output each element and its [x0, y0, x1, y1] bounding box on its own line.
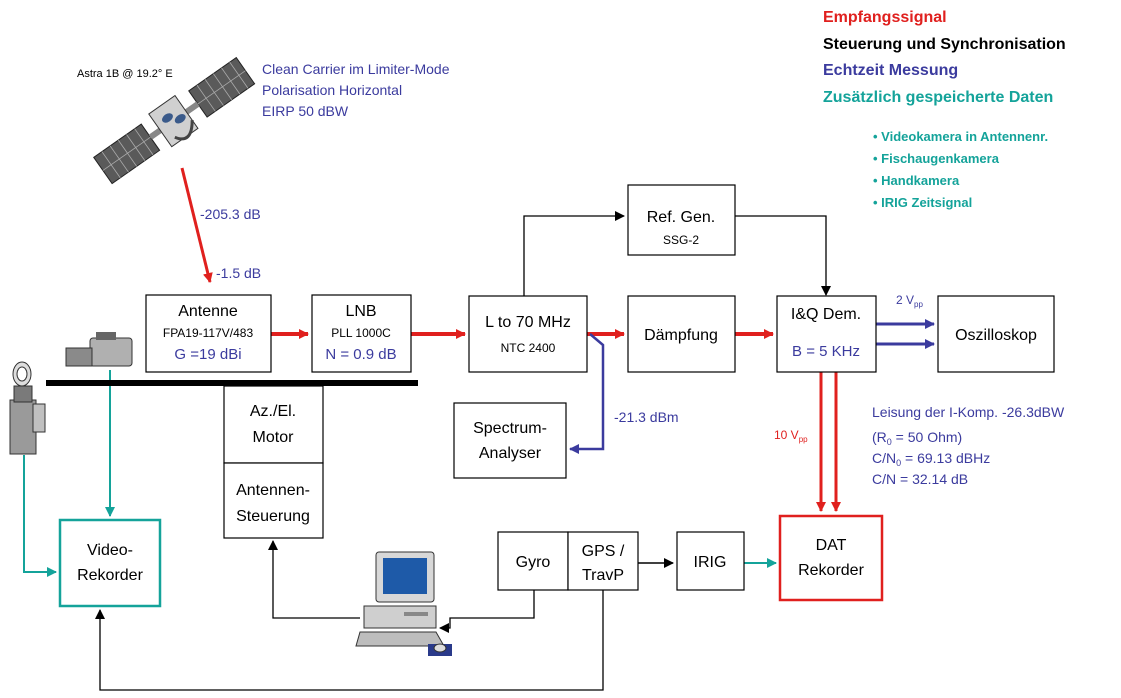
computer-icon — [355, 551, 452, 656]
carrier-line: EIRP 50 dBW — [262, 103, 349, 119]
downlink-arrow — [180, 167, 213, 283]
gyro-pc-arrow — [439, 590, 535, 633]
antenna-control-block[interactable]: Antennen- Steuerung — [223, 462, 324, 539]
pc-steuerung-arrow — [268, 540, 360, 619]
block-param: N = 0.9 dB — [325, 346, 396, 363]
block-model: NTC 2400 — [501, 341, 556, 355]
spectrum-analyzer-block[interactable]: Spectrum- Analyser — [453, 402, 567, 479]
block-title: GPS / — [582, 543, 625, 560]
block-title: I&Q Dem. — [791, 306, 861, 323]
irig-block[interactable]: IRIG — [676, 531, 745, 591]
block-title: L to 70 MHz — [485, 314, 571, 331]
carrier-line: Polarisation Horizontal — [262, 82, 402, 98]
handheld-camera-icon — [9, 361, 46, 455]
block-param: B = 5 KHz — [792, 343, 860, 360]
block-title: Rekorder — [798, 562, 864, 579]
path-loss-label: -205.3 dB — [200, 206, 261, 222]
ref-arrow — [523, 211, 625, 296]
refgen-block[interactable]: Ref. Gen. SSG-2 — [627, 184, 736, 256]
spectrum-arrow — [569, 333, 605, 454]
power-label: Leisung der I-Komp. -26.3dBW — [872, 404, 1065, 420]
block-title: IRIG — [694, 554, 727, 571]
block-title: Motor — [253, 429, 295, 446]
block-title: Ref. Gen. — [647, 209, 715, 226]
block-title: DAT — [816, 537, 847, 554]
legend-signal: Empfangssignal — [823, 9, 947, 26]
video-camera-icon — [65, 332, 133, 367]
block-title: Steuerung — [236, 508, 310, 525]
block-model: FPA19-117V/483 — [163, 326, 254, 340]
legend: Empfangssignal Steuerung und Synchronisa… — [823, 9, 1066, 210]
gyro-block[interactable]: Gyro — [497, 531, 569, 591]
time-video-arrow — [95, 609, 604, 691]
block-title: Video- — [87, 542, 133, 559]
legend-bullet: • IRIG Zeitsignal — [873, 195, 972, 210]
dat-recorder-block[interactable]: DAT Rekorder — [778, 514, 884, 602]
dat-level-label: 10 Vpp — [774, 428, 808, 444]
legend-realtime: Echtzeit Messung — [823, 62, 958, 79]
satellite-icon: Astra 1B @ 19.2° E — [77, 56, 256, 185]
block-title: Analyser — [479, 445, 542, 462]
spectrum-level-label: -21.3 dBm — [614, 409, 679, 425]
cn0-label: C/N0 = 69.13 dBHz — [872, 450, 990, 468]
block-title: Gyro — [516, 554, 551, 571]
impedance-label: (R0 = 50 Ohm) — [872, 429, 962, 447]
block-title: Spectrum- — [473, 420, 547, 437]
block-title: LNB — [345, 303, 376, 320]
block-title: Antennen- — [236, 482, 310, 499]
osc-level-label: 2 Vpp — [896, 293, 923, 309]
block-title: Dämpfung — [644, 327, 718, 344]
legend-stored: Zusätzlich gespeicherte Daten — [823, 89, 1053, 106]
attenuator-block[interactable]: Dämpfung — [627, 295, 736, 373]
block-model: PLL 1000C — [331, 326, 391, 340]
block-model: SSG-2 — [663, 233, 699, 247]
converter-block[interactable]: L to 70 MHz NTC 2400 — [468, 295, 588, 373]
iq-demodulator-block[interactable]: I&Q Dem. B = 5 KHz — [776, 295, 877, 373]
block-title: Oszilloskop — [955, 327, 1037, 344]
cn-label: C/N = 32.14 dB — [872, 471, 968, 487]
video-recorder-block[interactable]: Video- Rekorder — [58, 518, 162, 608]
legend-bullet: • Handkamera — [873, 173, 960, 188]
measurement-results: Leisung der I-Komp. -26.3dBW (R0 = 50 Oh… — [872, 404, 1065, 487]
block-title: Rekorder — [77, 567, 143, 584]
carrier-line: Clean Carrier im Limiter-Mode — [262, 61, 450, 77]
ref-arrow — [735, 215, 831, 296]
legend-control: Steuerung und Synchronisation — [823, 36, 1066, 53]
motor-block[interactable]: Az./El. Motor — [223, 385, 324, 464]
gps-block[interactable]: GPS / TravP — [567, 531, 639, 591]
legend-bullet: • Videokamera in Antennenr. — [873, 129, 1048, 144]
legend-bullet: • Fischaugenkamera — [873, 151, 1000, 166]
satellite-label: Astra 1B @ 19.2° E — [77, 68, 173, 80]
block-title: Antenne — [178, 303, 238, 320]
block-title: TravP — [582, 567, 624, 584]
oscilloscope-block[interactable]: Oszilloskop — [937, 295, 1055, 373]
antenna-platform — [46, 380, 418, 386]
lnb-block[interactable]: LNB PLL 1000C N = 0.9 dB — [311, 294, 412, 373]
block-param: G =19 dBi — [174, 346, 241, 363]
block-title: Az./El. — [250, 403, 296, 420]
atmos-loss-label: -1.5 dB — [216, 265, 261, 281]
antenna-block[interactable]: Antenne FPA19-117V/483 G =19 dBi — [145, 294, 272, 373]
handcam-arrow — [23, 455, 57, 577]
